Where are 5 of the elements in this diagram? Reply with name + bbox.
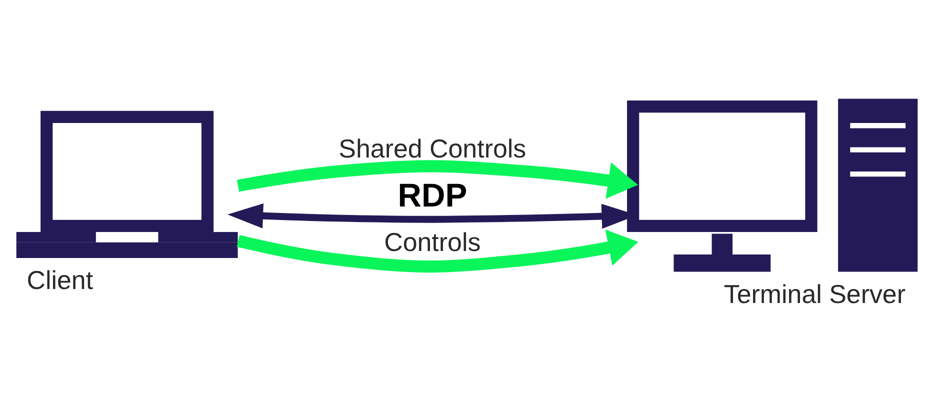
node-label: Terminal Server	[724, 280, 906, 309]
edge-label: Shared Controls	[338, 136, 526, 164]
edge-label: Controls	[384, 229, 481, 258]
edge-label: RDP	[398, 176, 468, 214]
node-label: Client	[26, 267, 94, 296]
